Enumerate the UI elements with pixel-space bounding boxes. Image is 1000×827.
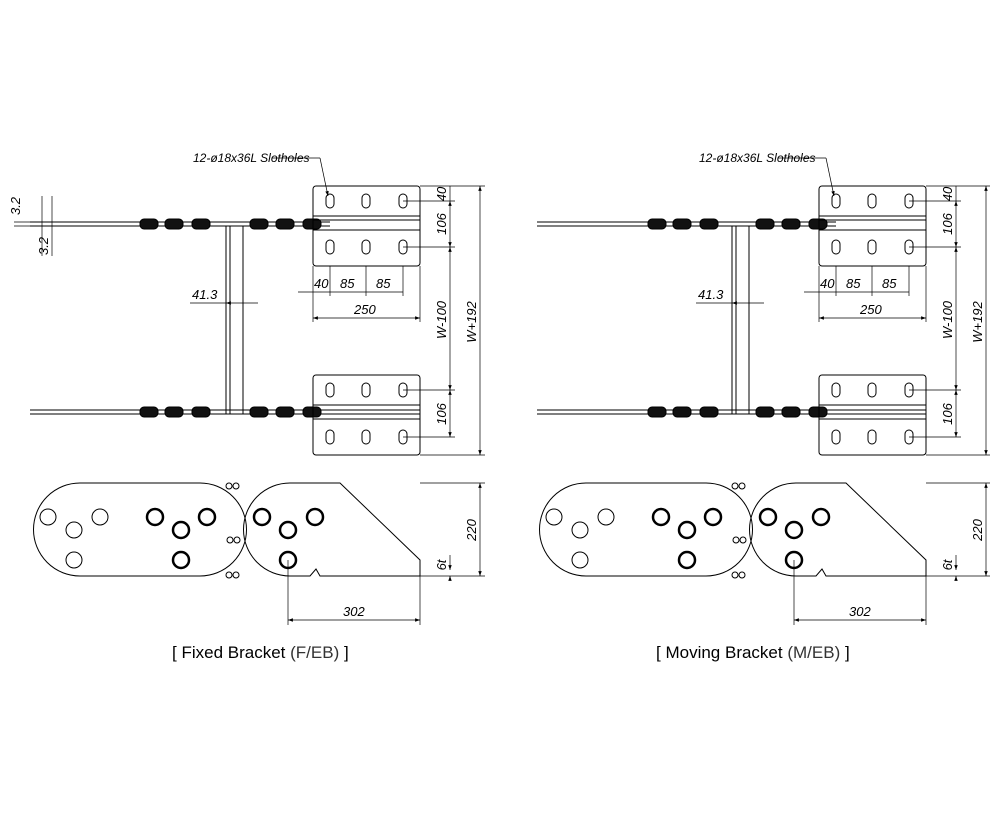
caption-close: ] — [339, 643, 349, 662]
caption-code: (M/EB) — [787, 643, 841, 662]
slot-holes-moving — [831, 193, 914, 445]
chain-upper-moving — [537, 218, 836, 230]
dim-inner-width-moving: W-100 — [940, 300, 955, 339]
dim-plate-thickness-moving: 6t — [940, 558, 955, 570]
side-view-moving — [539, 482, 927, 579]
fixed-bracket-view — [14, 157, 485, 625]
dim-offset-fixed: 41.3 — [192, 287, 218, 302]
dim-outer-width-fixed: W+192 — [464, 300, 479, 342]
dim-bottom-length-fixed: 302 — [343, 604, 365, 619]
dim-lower-pitch-moving: 106 — [940, 402, 955, 424]
dim-bottom-length-moving: 302 — [849, 604, 871, 619]
slothole-note-moving: 12-ø18x36L Slotholes — [699, 151, 816, 165]
moving-bracket-view — [537, 157, 990, 625]
dim-hole-pitch-1-moving: 85 — [846, 276, 861, 291]
dim-slot-pitch-moving: 106 — [940, 212, 955, 234]
caption-fixed-bracket: [ Fixed Bracket (F/EB) ] — [172, 643, 349, 663]
caption-open: [ — [656, 643, 666, 662]
dim-outer-width-moving: W+192 — [970, 300, 985, 342]
dim-top-edge-fixed: 40 — [434, 186, 449, 201]
dim-plate-length-moving: 250 — [859, 302, 882, 317]
dim-plate-length-fixed: 250 — [353, 302, 376, 317]
dim-offset-moving: 41.3 — [698, 287, 724, 302]
caption-title: Moving Bracket — [665, 643, 783, 662]
slothole-note-fixed: 12-ø18x36L Slotholes — [193, 151, 310, 165]
caption-title: Fixed Bracket — [181, 643, 286, 662]
slot-holes-fixed — [325, 193, 408, 445]
caption-open: [ — [172, 643, 182, 662]
chain-upper — [30, 218, 330, 230]
dim-hole-start-moving: 40 — [820, 276, 835, 291]
caption-moving-bracket: [ Moving Bracket (M/EB) ] — [656, 643, 850, 663]
dim-height-moving: 220 — [970, 518, 985, 541]
dim-lower-pitch-fixed: 106 — [434, 402, 449, 424]
dim-height-fixed: 220 — [464, 518, 479, 541]
caption-code: (F/EB) — [290, 643, 340, 662]
dim-thickness-bottom: 3.2 — [36, 236, 51, 255]
dim-thickness-top: 3.2 — [8, 196, 23, 215]
dim-top-edge-moving: 40 — [940, 186, 955, 201]
dim-hole-start-fixed: 40 — [314, 276, 329, 291]
dim-hole-pitch-2-fixed: 85 — [376, 276, 391, 291]
dim-hole-pitch-2-moving: 85 — [882, 276, 897, 291]
dim-hole-pitch-1-fixed: 85 — [340, 276, 355, 291]
chain-lower — [30, 406, 420, 418]
caption-close: ] — [840, 643, 850, 662]
side-view-fixed — [33, 482, 421, 579]
dim-slot-pitch-fixed: 106 — [434, 212, 449, 234]
dim-plate-thickness-fixed: 6t — [434, 558, 449, 570]
dim-inner-width-fixed: W-100 — [434, 300, 449, 339]
